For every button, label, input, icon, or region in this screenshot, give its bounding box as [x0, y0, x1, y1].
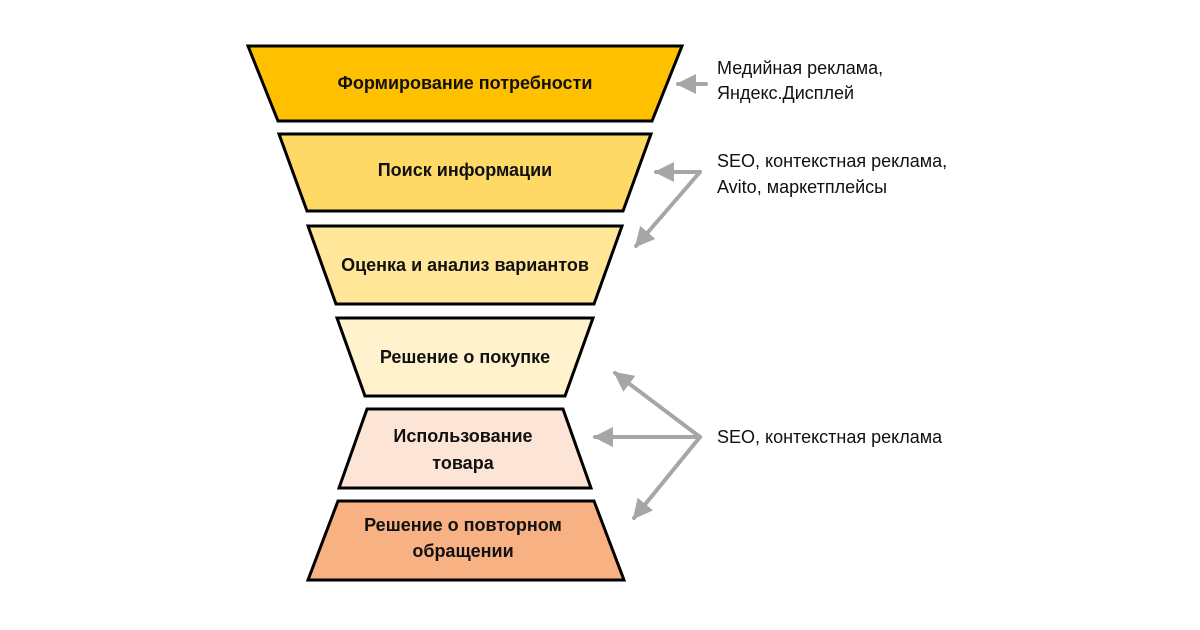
annotations: Медийная реклама, Яндекс.Дисплей SEO, ко…	[717, 58, 947, 447]
stage-label-line: товара	[432, 453, 494, 473]
svg-text:Решение о повторном: Решение о повторном	[364, 515, 562, 535]
stage-purchase-decision: Решение о покупке	[334, 316, 596, 398]
stage-product-usage: Использование товара	[336, 407, 594, 490]
stage-information-search: Поиск информации	[276, 132, 654, 213]
svg-text:Формирование потребности: Формирование потребности	[338, 73, 593, 93]
arrows	[593, 74, 708, 520]
arrow-search-to-evaluation	[634, 170, 702, 248]
annotation-line: SEO, контекстная реклама	[717, 427, 943, 447]
stage-shape	[336, 407, 594, 490]
svg-text:товара: товара	[432, 453, 494, 473]
stage-label-line: Решение о повторном	[364, 515, 562, 535]
stage-label-line: Решение о покупке	[380, 347, 550, 367]
stage-shape	[305, 499, 627, 582]
arrow-seo-to-purchase	[613, 371, 702, 439]
stage-label-line: Поиск информации	[378, 160, 553, 180]
stage-need-formation: Формирование потребности	[245, 44, 685, 123]
stage-shape	[276, 132, 654, 213]
annotation-line: SEO, контекстная реклама,	[717, 151, 947, 171]
annotation-line: Яндекс.Дисплей	[717, 83, 854, 103]
stage-label-line: Использование	[393, 426, 532, 446]
stage-repeat-decision: Решение о повторном обращении	[305, 499, 627, 582]
stage-label-line: Оценка и анализ вариантов	[341, 255, 589, 275]
stage-shape	[305, 224, 625, 306]
svg-text:Оценка и анализ вариантов: Оценка и анализ вариантов	[341, 255, 589, 275]
annotation-line: Avito, маркетплейсы	[717, 177, 887, 197]
svg-text:Решение о покупке: Решение о покупке	[380, 347, 550, 367]
annotation-search-channels: Avito, маркетплейсы	[717, 177, 887, 197]
stage-shape	[334, 316, 596, 398]
funnel-stages: Формирование потребности Поиск информаци…	[245, 44, 685, 582]
svg-text:Поиск информации: Поиск информации	[378, 160, 553, 180]
svg-text:Использование: Использование	[393, 426, 532, 446]
svg-text:обращении: обращении	[412, 541, 513, 561]
annotation-media-ads: Яндекс.Дисплей	[717, 83, 854, 103]
arrow-seo-to-repeat	[632, 435, 702, 520]
annotation-seo-context: SEO, контекстная реклама	[717, 427, 943, 447]
annotation-media-ads: Медийная реклама,	[717, 58, 883, 78]
annotation-line: Медийная реклама,	[717, 58, 883, 78]
stage-shape	[245, 44, 685, 123]
stage-label-line: Формирование потребности	[338, 73, 593, 93]
annotation-search-channels: SEO, контекстная реклама,	[717, 151, 947, 171]
stage-label-line: обращении	[412, 541, 513, 561]
stage-evaluation: Оценка и анализ вариантов	[305, 224, 625, 306]
